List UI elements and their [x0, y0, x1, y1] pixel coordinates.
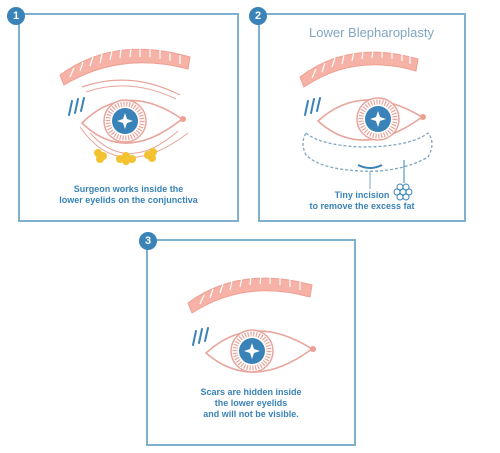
iris-ring — [356, 97, 400, 141]
eyebrow — [299, 51, 419, 88]
incision-mark — [357, 164, 383, 169]
caption-line: to remove the excess fat — [309, 201, 415, 211]
eye-illustration-step-1 — [59, 47, 191, 165]
step-1-panel: Surgeon works inside the lower eyelids o… — [18, 13, 239, 222]
fat-pads — [94, 148, 157, 165]
caption-line: and will not be visible. — [203, 409, 299, 419]
caption-line: lower eyelids on the conjunctiva — [59, 195, 198, 205]
caption-line: Scars are hidden inside — [200, 387, 302, 397]
panel-title: Lower Blepharoplasty — [309, 25, 435, 40]
caption-line: Surgeon works inside the — [73, 184, 184, 194]
step-3-caption: Scars are hidden inside the lower eyelid… — [148, 387, 354, 420]
step-3-panel: Scars are hidden inside the lower eyelid… — [146, 239, 356, 446]
eyelashes — [68, 97, 85, 116]
caption-line: the lower eyelids — [214, 398, 288, 408]
incision-dashed-outline — [302, 132, 433, 172]
step-2-badge: 2 — [249, 7, 267, 25]
eye-illustration-step-2 — [299, 48, 433, 201]
step-1-caption: Surgeon works inside the lower eyelids o… — [20, 184, 237, 206]
eye-illustration-step-3 — [187, 274, 316, 373]
fat-cluster-icon — [393, 183, 413, 201]
step-3-badge: 3 — [139, 232, 157, 250]
iris-ring — [230, 329, 274, 373]
eyelashes — [304, 97, 321, 116]
iris-ring — [103, 99, 147, 143]
step-2-caption: Tiny incision to remove the excess fat — [260, 190, 464, 212]
eyebrow — [187, 277, 313, 314]
eyelashes — [192, 327, 209, 346]
step-1-badge: 1 — [7, 7, 25, 25]
step-2-panel: Lower Blepharoplasty — [258, 13, 466, 222]
caption-line: Tiny incision — [334, 190, 390, 200]
